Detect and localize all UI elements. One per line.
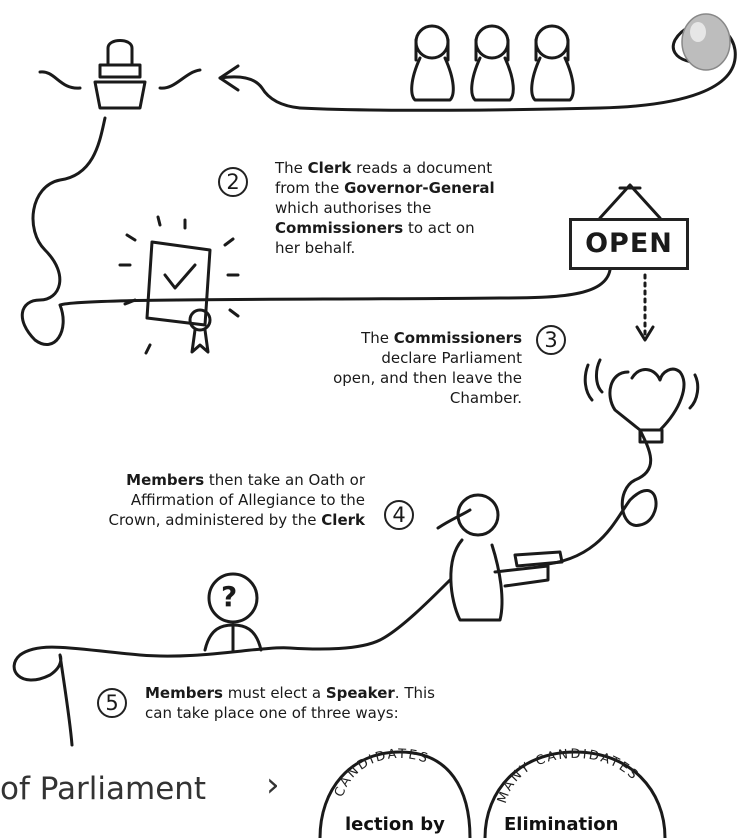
text: open, and then leave the <box>333 369 522 387</box>
text: The <box>275 159 308 177</box>
badge-outline-1 <box>318 750 472 838</box>
glove-illustration <box>583 358 700 444</box>
balloon-decoration <box>681 13 731 71</box>
text: to act on <box>403 219 475 237</box>
text: then take an Oath or <box>204 471 365 489</box>
chevron-right-icon[interactable]: › <box>266 765 280 805</box>
question-mark: ? <box>221 580 238 613</box>
badge-arc-text-2: MANY CANDIDATES <box>495 747 642 805</box>
step-5-text: Members must elect a Speaker. This can t… <box>145 683 435 723</box>
text: The <box>361 329 394 347</box>
text: Crown, administered by the <box>108 511 322 529</box>
step-number-4: 4 <box>384 500 414 530</box>
text: her behalf. <box>275 239 356 257</box>
badge-title-2: Elimination <box>504 814 619 835</box>
step-number-5: 5 <box>97 688 127 718</box>
text: declare Parliament <box>381 349 522 367</box>
text-bold: Clerk <box>321 511 365 529</box>
text: from the <box>275 179 345 197</box>
arrow-head <box>218 64 240 92</box>
badge-title-1: lection by <box>345 814 445 835</box>
throne-illustration <box>38 39 202 110</box>
text: must elect a <box>222 684 326 702</box>
text-bold: Members <box>145 684 223 702</box>
step-number-2: 2 <box>218 167 248 197</box>
member-illustration <box>203 572 263 652</box>
commissioner-figures <box>410 24 575 102</box>
winding-path-2 <box>20 116 612 347</box>
text: Affirmation of Allegiance to the <box>130 491 365 509</box>
text-bold: Governor-General <box>344 179 495 197</box>
badge-outline-2 <box>483 750 667 838</box>
open-sign: OPEN <box>569 218 689 270</box>
arrow-to-clerk-path <box>218 75 302 110</box>
step-3-text: The Commissioners declare Parliament ope… <box>280 328 522 408</box>
text: can take place one of three ways: <box>145 704 399 722</box>
winding-path <box>298 22 737 112</box>
step-number-3: 3 <box>536 325 566 355</box>
winding-path-4 <box>12 578 452 747</box>
text-bold: Speaker <box>325 684 395 702</box>
text-bold: Clerk <box>307 159 352 177</box>
text: Chamber. <box>449 389 522 407</box>
breadcrumb[interactable]: of Parliament <box>0 771 207 807</box>
certificate-illustration <box>118 215 240 355</box>
step-4-text: Members then take an Oath or Affirmation… <box>70 470 365 530</box>
step-2-text: The Clerk reads a document from the Gove… <box>275 158 495 258</box>
text-bold: Members <box>126 471 205 489</box>
text: which authorises the <box>275 199 432 217</box>
text-bold: Commissioners <box>275 219 404 237</box>
sign-stand <box>598 183 662 220</box>
clerk-illustration <box>436 493 564 622</box>
text-bold: Commissioners <box>393 329 522 347</box>
winding-path-3 <box>538 428 658 567</box>
text: reads a document <box>351 159 493 177</box>
text: . This <box>394 684 435 702</box>
